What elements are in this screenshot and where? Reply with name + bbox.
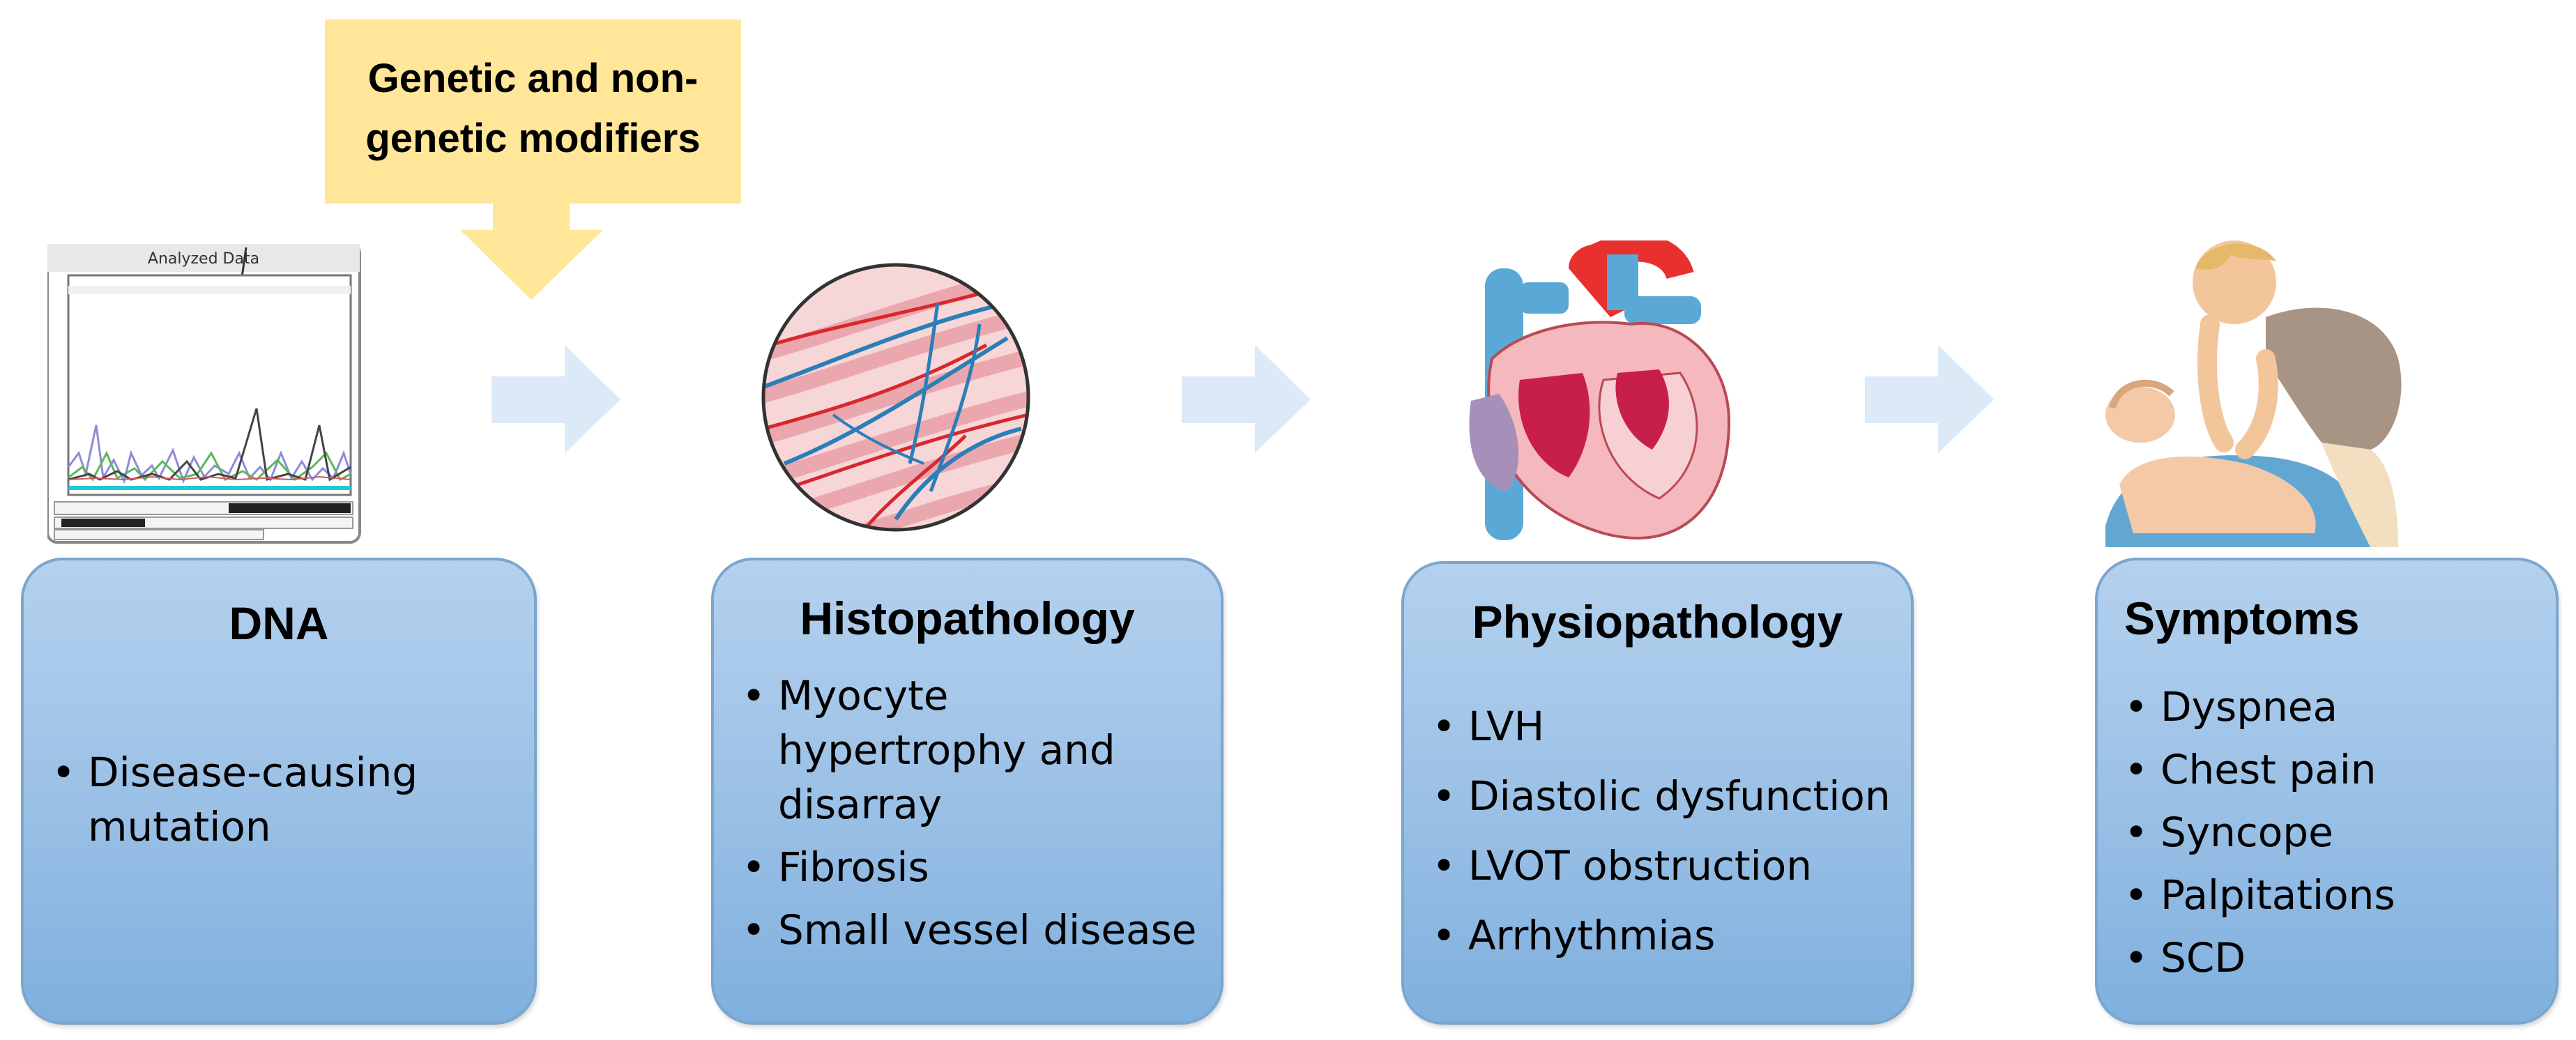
list-item-line: Syncope	[2160, 809, 2333, 856]
list-item-line: Diastolic dysfunction	[1468, 772, 1891, 820]
stage-title-histopathology: Histopathology	[800, 592, 1135, 644]
modifier-down-arrow-icon	[460, 202, 603, 300]
list-item-line: LVH	[1468, 703, 1545, 750]
modifiers-line-2: genetic modifiers	[365, 116, 701, 161]
list-item: Fibrosis	[742, 840, 1196, 894]
list-item: Small vessel disease	[742, 903, 1196, 957]
list-item: SCD	[2124, 926, 2395, 989]
list-item: Chest pain	[2124, 738, 2395, 801]
myocardium-tissue-icon	[761, 263, 1030, 532]
list-item-line: mutation	[88, 803, 271, 850]
list-item-line: Chest pain	[2160, 746, 2377, 793]
stage-box-symptoms: Symptoms Dyspnea Chest pain Syncope Palp…	[2095, 558, 2559, 1025]
list-item-line: SCD	[2160, 934, 2246, 981]
stage-list-symptoms: Dyspnea Chest pain Syncope Palpitations …	[2124, 675, 2395, 989]
list-item-line: Disease-causing	[88, 749, 418, 796]
stage-title-physiopathology: Physiopathology	[1472, 596, 1843, 648]
list-item: Myocyte hypertrophy and disarray	[742, 668, 1196, 832]
stage-box-physiopathology: Physiopathology LVH Diastolic dysfunctio…	[1401, 561, 1914, 1025]
flow-arrow-icon-3	[1865, 345, 1994, 453]
list-item: Syncope	[2124, 801, 2395, 864]
stage-title-symptoms: Symptoms	[2124, 592, 2360, 644]
list-item-line: Arrhythmias	[1468, 912, 1716, 959]
list-item-line: Palpitations	[2160, 871, 2395, 919]
heart-cross-section-icon	[1469, 240, 1731, 540]
list-item-line: disarray	[778, 781, 943, 828]
list-item-line: Dyspnea	[2160, 683, 2338, 731]
stage-title-dna: DNA	[229, 597, 329, 649]
modifiers-line-1: Genetic and non-	[367, 56, 699, 101]
stage-box-histopathology: Histopathology Myocyte hypertrophy and d…	[711, 558, 1224, 1025]
list-item: Palpitations	[2124, 864, 2395, 926]
dna-chart-header: Analyzed Data	[148, 250, 259, 268]
list-item: Disease-causing mutation	[52, 745, 418, 854]
stage-box-dna: DNA Disease-causing mutation	[21, 558, 537, 1025]
list-item-line: Small vessel disease	[778, 906, 1197, 954]
list-item: Arrhythmias	[1432, 901, 1891, 970]
list-item-line: hypertrophy and	[778, 726, 1115, 774]
list-item: LVH	[1432, 691, 1891, 761]
flow-arrow-icon-1	[491, 345, 620, 453]
stage-list-histopathology: Myocyte hypertrophy and disarray Fibrosi…	[742, 668, 1196, 957]
list-item: Dyspnea	[2124, 675, 2395, 738]
dna-sequencing-chromatogram-icon: Analyzed Data	[47, 244, 361, 544]
list-item-line: Myocyte	[778, 672, 949, 719]
stage-list-physiopathology: LVH Diastolic dysfunction LVOT obstructi…	[1432, 691, 1891, 970]
list-item: LVOT obstruction	[1432, 831, 1891, 901]
list-item: Diastolic dysfunction	[1432, 761, 1891, 831]
modifiers-box: Genetic and non- genetic modifiers	[325, 20, 741, 204]
flow-arrow-icon-2	[1182, 345, 1311, 453]
cpr-resuscitation-icon	[2105, 240, 2402, 547]
stage-list-dna: Disease-causing mutation	[52, 745, 418, 854]
list-item-line: Fibrosis	[778, 843, 929, 891]
list-item-line: LVOT obstruction	[1468, 842, 1812, 889]
